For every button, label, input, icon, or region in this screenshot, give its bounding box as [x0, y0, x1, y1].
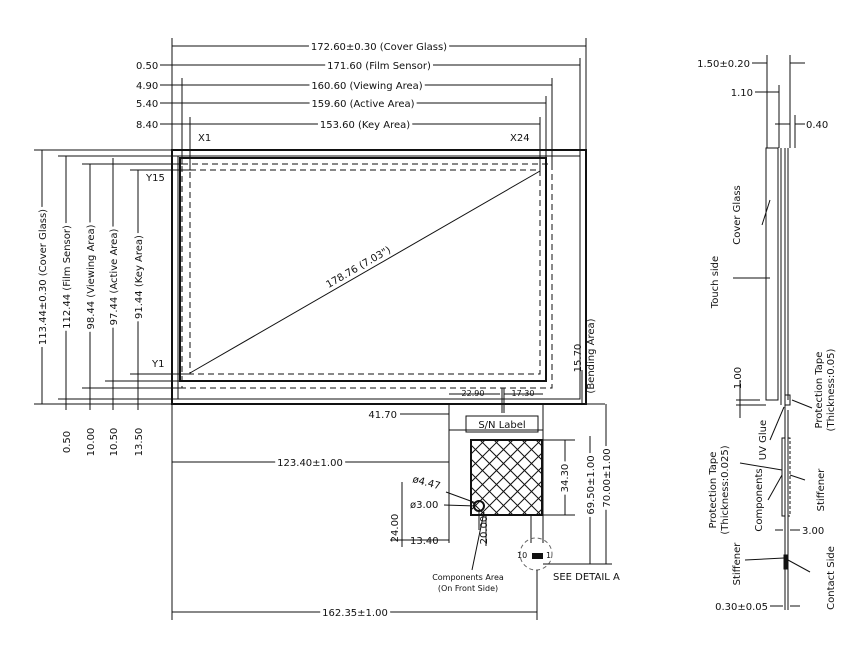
dim-1-50: 1.50±0.20 [697, 59, 750, 70]
dim-123-40: 123.40±1.00 [277, 458, 343, 469]
offset-top: 8.40 [136, 120, 158, 131]
dim-1-00: 1.00 [733, 367, 744, 389]
hatch-line [470, 444, 541, 515]
diagonal-label: 178.76 (7.03") [324, 245, 393, 291]
bending-area-value: 15.70 [573, 344, 584, 373]
components-area-sublabel: (On Front Side) [438, 584, 498, 593]
dim-70-00: 70.00±1.00 [602, 448, 613, 507]
left-dimension-labels: 113.44±0.30 (Cover Glass) 112.44 (Film S… [35, 206, 148, 457]
protection-tape-bottom-label: Protection Tape [708, 452, 719, 529]
hatch-line [521, 439, 543, 461]
protection-tape-bottom-thickness: (Thickness:0.025) [720, 445, 731, 534]
active-area-outline [179, 157, 547, 382]
sn-label-box [465, 415, 539, 433]
side-view: 1.50±0.20 1.10 0.40 Cover Glass Touch si… [697, 55, 837, 613]
hatch-line [479, 439, 543, 503]
offset-top: 0.50 [136, 61, 158, 72]
tail-dimension-lines [171, 388, 612, 620]
offset-left: 13.50 [134, 428, 145, 457]
side-view-lines [733, 55, 813, 610]
viewing-area-outline [181, 163, 553, 389]
components-hatch [470, 439, 543, 515]
dim-17-30: 17.30 [512, 389, 535, 398]
dim-13-40: 13.40 [410, 536, 439, 547]
dim-22-90: 22.90 [462, 389, 485, 398]
label-x24: X24 [510, 133, 530, 144]
touch-side-label: Touch side [710, 256, 721, 309]
key-area-outline [189, 169, 541, 375]
label-y1: Y1 [151, 359, 164, 370]
film-sensor-outline [177, 155, 581, 400]
stiffener-left-label: Stiffener [732, 542, 743, 586]
hatch-line [494, 466, 543, 515]
hatch-line [470, 472, 513, 515]
hatch-line [470, 439, 514, 483]
dim-active-area-height: 97.44 (Active Area) [109, 229, 120, 326]
front-view: 178.76 (7.03") 172.60±0.30 (Cover Glass)… [34, 38, 605, 456]
detail-a-circle [519, 537, 553, 571]
cover-glass-outline [171, 149, 587, 405]
protection-tape-top-thickness: (Thickness:0.05) [826, 348, 837, 431]
left-dimension-lines [34, 149, 190, 410]
contact-side-label: Contact Side [826, 546, 837, 610]
dim-phi-4-47: ø4.47 [411, 474, 441, 492]
hatch-line [536, 508, 543, 515]
dim-viewing-area-width: 160.60 (Viewing Area) [311, 81, 422, 92]
uv-glue-label: UV Glue [758, 420, 769, 460]
dim-69-50: 69.50±1.00 [586, 455, 597, 514]
dim-film-sensor-width: 171.60 (Film Sensor) [327, 61, 431, 72]
dim-24-00: 24.00 [390, 514, 401, 543]
bending-area-label: (Bending Area) [586, 318, 597, 393]
protection-tape-top-label: Protection Tape [814, 352, 825, 429]
contact-pad [532, 553, 543, 559]
dim-162-35: 162.35±1.00 [322, 608, 388, 619]
label-y15: Y15 [145, 173, 165, 184]
diagonal-line [189, 170, 541, 374]
offset-left: 10.50 [109, 428, 120, 457]
top-dimension-lines [160, 38, 587, 170]
dim-0-40: 0.40 [806, 120, 828, 131]
top-dimension-labels: 172.60±0.30 (Cover Glass) 171.60 (Film S… [136, 39, 450, 134]
hatch-line [507, 439, 543, 475]
stiffener-right-label: Stiffener [816, 468, 827, 512]
dim-cover-glass-width: 172.60±0.30 (Cover Glass) [311, 42, 447, 53]
pin-1: 1 [546, 551, 551, 560]
hatch-line [508, 480, 543, 515]
offset-left: 10.00 [86, 428, 97, 457]
label-x1: X1 [198, 133, 211, 144]
dim-phi-3-00: ø3.00 [410, 500, 438, 511]
dim-0-30: 0.30±0.05 [715, 602, 768, 613]
dim-viewing-area-height: 98.44 (Viewing Area) [86, 224, 97, 329]
hatch-line [522, 494, 543, 515]
hatch-line [470, 439, 542, 511]
hatch-line [493, 439, 543, 489]
hatch-line [470, 439, 500, 469]
dim-1-10: 1.10 [731, 88, 753, 99]
see-detail-a: SEE DETAIL A [553, 572, 620, 583]
offset-top: 4.90 [136, 81, 158, 92]
dim-3-00: 3.00 [802, 526, 824, 537]
offset-left: 0.50 [62, 431, 73, 453]
dim-34-30: 34.30 [560, 464, 571, 493]
pin-10: 10 [517, 551, 527, 560]
cover-glass-label: Cover Glass [732, 185, 743, 245]
dim-20-00: 20.00 [479, 516, 490, 545]
dim-key-area-width: 153.60 (Key Area) [320, 120, 410, 131]
dim-cover-glass-height: 113.44±0.30 (Cover Glass) [38, 209, 49, 345]
fpc-finger [530, 515, 544, 543]
dim-active-area-width: 159.60 (Active Area) [311, 99, 414, 110]
hatch-line [535, 439, 543, 447]
hatch-line [480, 452, 543, 515]
dim-film-sensor-height: 112.44 (Film Sensor) [62, 225, 73, 329]
components-area [470, 439, 543, 516]
dim-key-area-height: 91.44 (Key Area) [134, 235, 145, 319]
components-label: Components [754, 468, 765, 531]
offset-top: 5.40 [136, 99, 158, 110]
dim-41-70: 41.70 [368, 410, 397, 421]
fpc-tail: S/N Label 10 1 SEE DETAIL A 22.90 17.30 … [171, 388, 620, 622]
sn-label: S/N Label [478, 420, 525, 431]
components-area-label: Components Area [432, 573, 504, 582]
